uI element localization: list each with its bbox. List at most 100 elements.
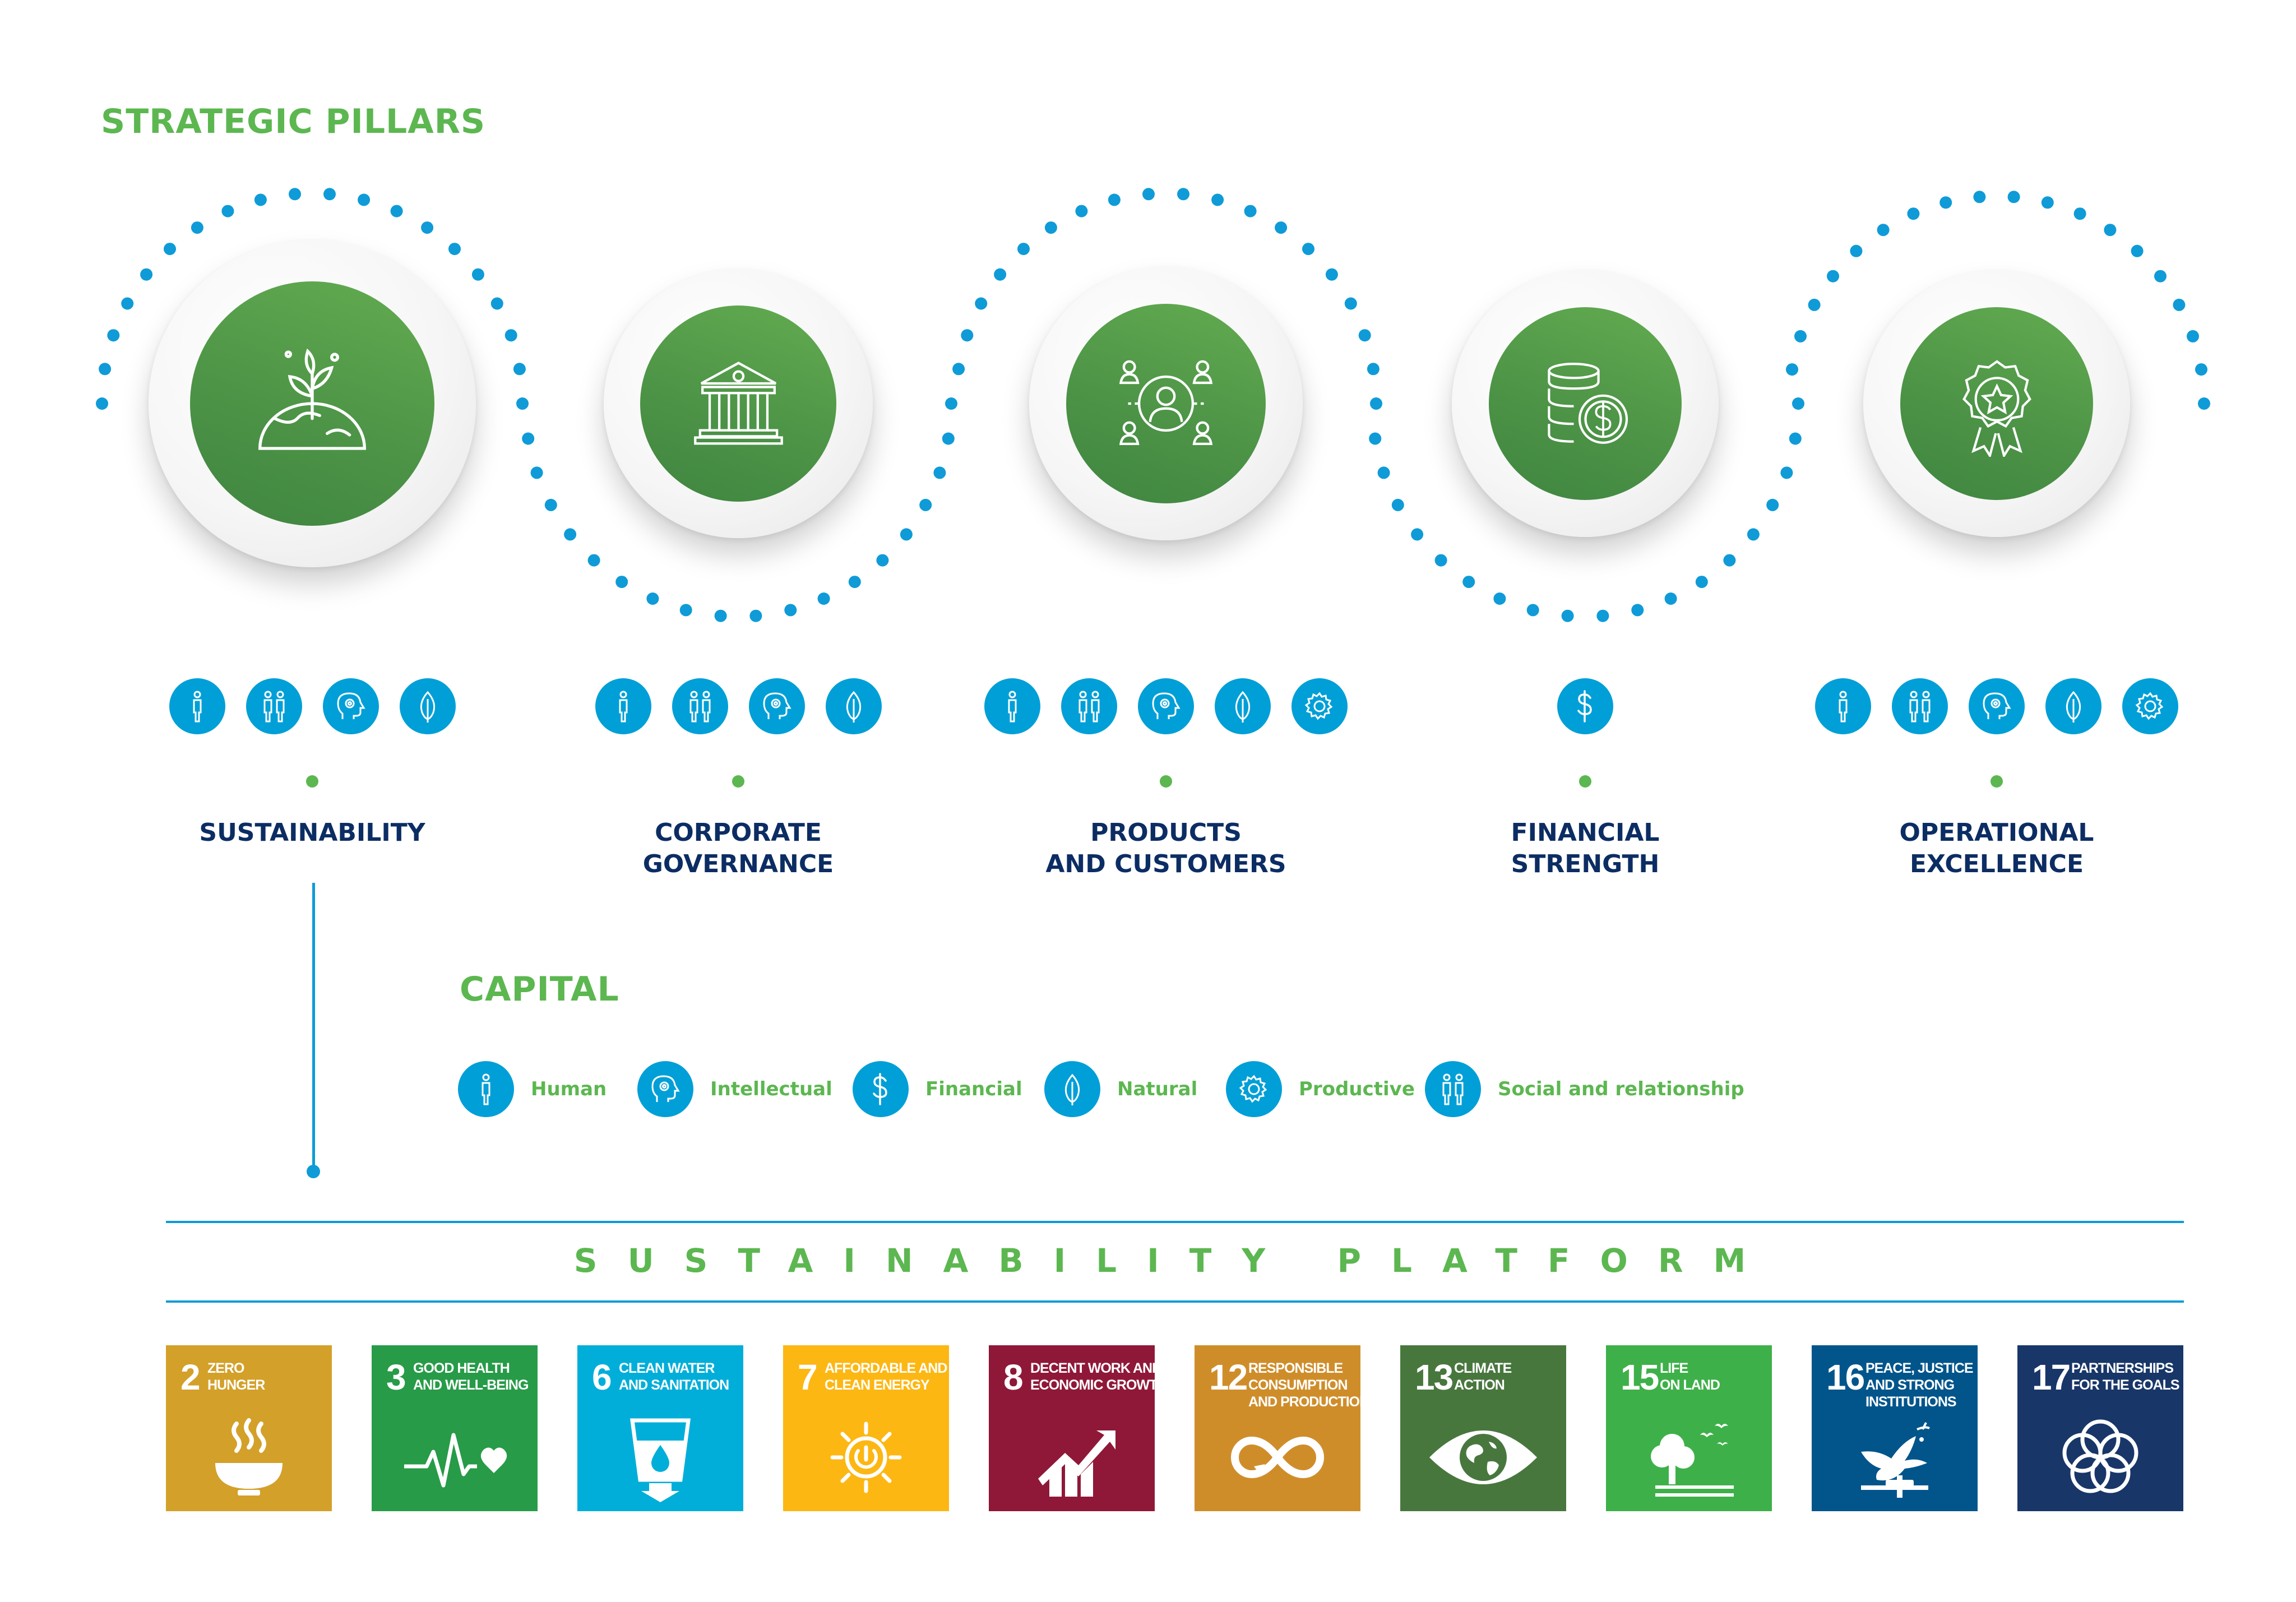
sdg-title-line: AND PRODUCTION: [1248, 1394, 1360, 1410]
pillar-marker-dot: [1160, 775, 1172, 788]
sdg-title-line: ON LAND: [1660, 1377, 1720, 1393]
intellectual-capital-icon: [1969, 678, 2025, 734]
financial-legend-label: Financial: [925, 1078, 1022, 1100]
wave-dot: [1907, 207, 1920, 220]
wave-dot: [448, 243, 461, 256]
plant-globe-icon: [258, 348, 367, 450]
sdg-title-line: RESPONSIBLE: [1248, 1360, 1343, 1376]
pillar-disc-inner: [190, 281, 434, 526]
wave-dot: [522, 432, 535, 445]
wave-dot: [1973, 191, 1986, 203]
infinity-icon: [1231, 1436, 1324, 1479]
pillar-disc: [1029, 267, 1303, 540]
wave-dot: [390, 205, 403, 217]
pillar-marker-dot: [1579, 775, 1591, 788]
wave-dot: [1411, 528, 1424, 541]
human-legend-label: Human: [531, 1078, 607, 1100]
wave-dot: [1561, 609, 1574, 622]
wave-dot: [615, 576, 628, 589]
wave-dot: [1302, 243, 1314, 256]
pillar-disc: [149, 240, 476, 567]
pillar-label-line2: STRENGTH: [1511, 850, 1660, 878]
wave-dot: [107, 329, 120, 342]
human-capital-icon: [169, 678, 225, 734]
sdg-title-line: AND WELL-BEING: [413, 1377, 529, 1393]
sdg-number: 7: [798, 1357, 818, 1397]
wave-dot: [2173, 298, 2186, 311]
human-capital-icon: [1815, 678, 1871, 734]
award-badge-icon: [1962, 359, 2031, 457]
wave-dot: [1377, 466, 1390, 479]
wave-dot: [714, 609, 727, 622]
wave-dot: [784, 604, 797, 617]
sdg-number: 17: [2032, 1357, 2071, 1397]
wave-dot: [254, 193, 267, 206]
wave-dot: [1108, 193, 1121, 206]
pillar-label: SUSTAINABILITY: [99, 817, 525, 849]
sdg-number: 8: [1003, 1357, 1024, 1397]
wave-dot: [1434, 554, 1447, 567]
pillar-marker-dot: [732, 775, 744, 788]
wave-dot: [2007, 191, 2020, 203]
sdg-number: 13: [1415, 1357, 1453, 1397]
social-and-relationship-legend-icon: [1425, 1061, 1481, 1117]
natural-capital-icon: [825, 678, 882, 734]
wave-dot: [564, 528, 577, 541]
wave-dot: [1075, 205, 1088, 217]
wave-dot: [975, 297, 988, 310]
bowl-icon: [215, 1418, 283, 1495]
wave-dot: [490, 297, 503, 310]
wave-dot: [544, 498, 557, 511]
wave-dot: [121, 297, 134, 310]
wave-dot: [1275, 221, 1288, 234]
wave-dot: [516, 397, 529, 410]
intellectual-capital-icon: [322, 678, 379, 734]
wave-dot: [1044, 221, 1057, 234]
sdg-title-line: CLEAN ENERGY: [825, 1377, 930, 1393]
wave-dot: [1789, 432, 1802, 445]
productive-capital-icon: [2122, 678, 2178, 734]
wave-dot: [942, 432, 955, 445]
wave-dot: [1493, 592, 1506, 605]
productive-legend-icon: [1226, 1061, 1282, 1117]
wave-dot: [945, 397, 957, 410]
sustainability-platform-title: SUSTAINABILITY PLATFORM: [573, 1242, 1776, 1280]
wave-dot: [1939, 196, 1952, 209]
pillar-disc-inner: [1489, 307, 1682, 500]
wave-dot: [513, 363, 526, 376]
wave-dot: [96, 397, 108, 410]
financial-legend-icon: [853, 1061, 909, 1117]
strategic-pillars-title: STRATEGIC PILLARS: [101, 102, 486, 141]
sdg-title-line: HUNGER: [207, 1377, 265, 1393]
wave-dot: [1344, 297, 1357, 310]
capital-title: CAPITAL: [460, 970, 619, 1009]
sdg-title-line: CLIMATE: [1454, 1360, 1512, 1376]
pillar-label-line1: PRODUCTS: [1090, 818, 1242, 847]
wave-dot: [1244, 205, 1257, 217]
wave-dot: [2041, 196, 2054, 209]
human-capital-icon: [595, 678, 651, 734]
wave-dot: [1808, 298, 1821, 311]
sdg-number: 3: [386, 1357, 406, 1397]
wave-dot: [99, 363, 112, 376]
wave-dot: [1177, 188, 1189, 201]
sdg-title-line: ZERO: [207, 1360, 244, 1376]
sdg-number: 15: [1621, 1357, 1659, 1397]
